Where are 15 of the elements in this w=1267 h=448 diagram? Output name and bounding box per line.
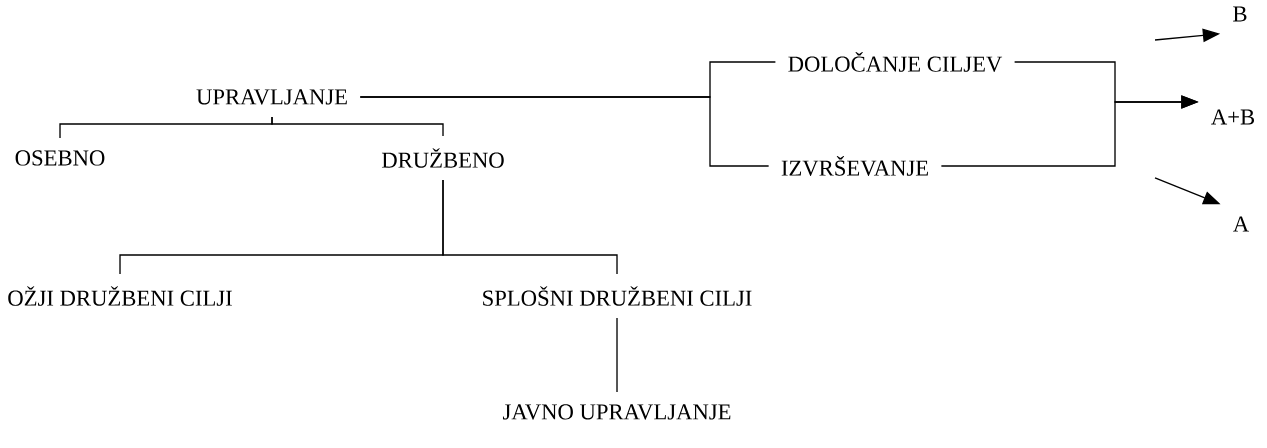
label-text: A+B — [1211, 109, 1255, 125]
label-text: IZVRŠEVANJE — [781, 156, 928, 176]
label-text: DOLOČANJE CILJEV — [788, 52, 1003, 72]
label-text: A — [1233, 216, 1249, 232]
label-text: UPRAVLJANJE — [196, 89, 347, 105]
label-text: SPLOŠNI DRUŽBENI CILJI — [483, 286, 752, 306]
connector-line — [359, 96, 770, 167]
label-text: OSEBNO — [15, 150, 105, 166]
label-text: OŽJI DRUŽBENI CILJI — [8, 286, 232, 306]
label-text: DRUŽBENO — [381, 148, 504, 168]
connector-line — [442, 179, 618, 275]
label-text: JAVNO UPRAVLJANJE — [503, 404, 731, 420]
connector-line — [271, 116, 444, 137]
connector-line — [616, 317, 618, 393]
label-text: B — [1233, 6, 1247, 22]
